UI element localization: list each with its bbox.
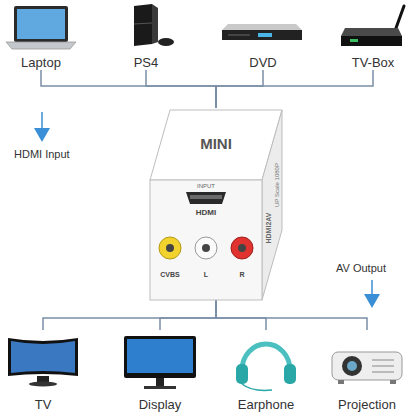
ps4-icon	[134, 4, 174, 46]
jack-label: R	[239, 271, 244, 278]
port-label: HDMI	[196, 209, 216, 217]
tv-box-device: TV-Box	[334, 2, 412, 70]
input-arrow	[34, 112, 50, 142]
projector-device: Projection	[322, 330, 412, 412]
spec-text: UP Scale 1080P	[274, 163, 280, 207]
monitor-icon	[124, 336, 196, 389]
model-name: HDMI2AV	[265, 213, 272, 244]
tv-box-icon	[341, 6, 404, 46]
ps4-device: PS4	[110, 2, 182, 70]
converter-box: MINI HDMI2AVUP Scale 1080P INPUT HDMI CVBS L R	[150, 108, 282, 300]
signal-connector	[146, 70, 216, 108]
dvd-player-icon	[222, 24, 302, 40]
laptop-icon	[6, 6, 76, 49]
tv-icon	[8, 338, 78, 387]
signal-connector	[160, 300, 216, 330]
port-label: INPUT	[197, 183, 215, 189]
tv-device: TV	[2, 330, 84, 412]
display-device: Display	[116, 330, 204, 412]
brand-mark: MINI	[200, 136, 232, 151]
projector-icon	[332, 352, 402, 384]
laptop-device: Laptop	[2, 2, 80, 70]
signal-connector	[216, 300, 266, 330]
earphone-device: Earphone	[226, 330, 306, 412]
signal-connector	[41, 70, 216, 108]
signal-connector	[216, 70, 263, 108]
headphone-icon	[236, 344, 296, 390]
device-label: Laptop	[21, 55, 61, 70]
input-label: HDMI Input	[14, 148, 70, 161]
signal-connector	[43, 300, 216, 330]
device-label: DVD	[249, 55, 276, 70]
converter-housing	[150, 110, 282, 300]
signal-connector	[216, 70, 373, 108]
device-label: PS4	[134, 55, 159, 70]
jack-label: L	[204, 271, 208, 278]
output-label: AV Output	[336, 262, 386, 275]
device-label: Display	[139, 397, 182, 412]
device-label: Earphone	[238, 397, 294, 412]
device-label: TV-Box	[352, 55, 395, 70]
signal-connector	[216, 300, 367, 330]
device-label: Projection	[338, 397, 396, 412]
output-arrow	[364, 280, 380, 308]
dvd-device: DVD	[222, 2, 304, 70]
jack-label: CVBS	[160, 271, 179, 278]
device-label: TV	[35, 397, 52, 412]
